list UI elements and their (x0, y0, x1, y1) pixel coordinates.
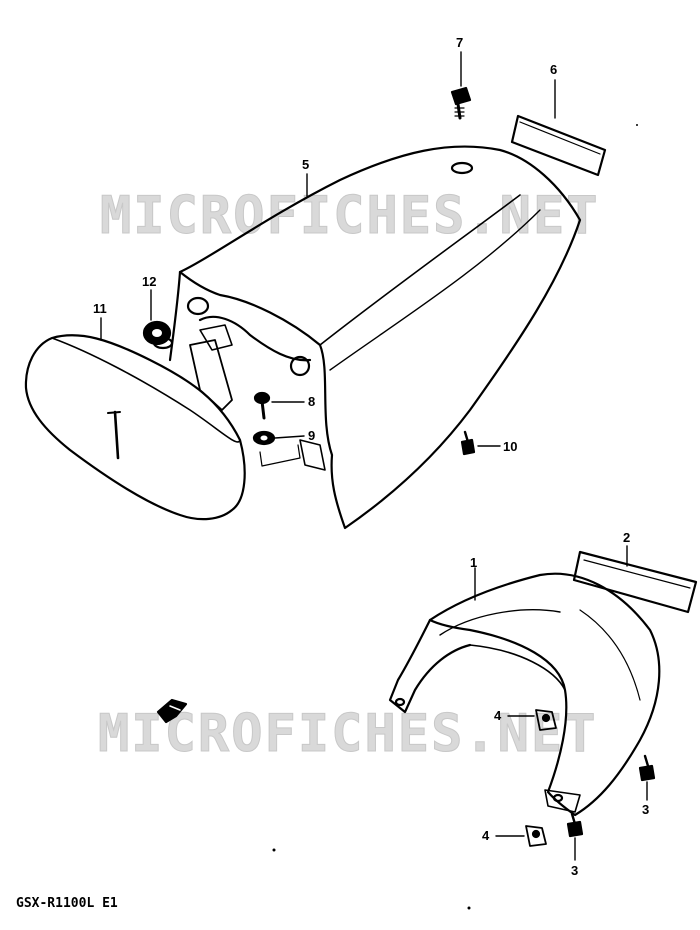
bolt-part-7 (450, 86, 472, 120)
part-label-6: 6 (550, 62, 558, 77)
emblem-strip-part-6 (510, 114, 607, 177)
part-label-3-lower: 3 (571, 863, 579, 878)
screw-part-3-lower (566, 812, 584, 838)
watermark-top: MICROFICHES.NET (100, 186, 600, 247)
part-label-12: 12 (142, 274, 157, 289)
tail-lamp-part-11 (24, 334, 246, 521)
watermark-bottom: MICROFICHES.NET (98, 704, 598, 765)
part-label-11: 11 (93, 301, 107, 316)
clip-part-4-upper (535, 709, 557, 731)
part-label-5: 5 (302, 157, 310, 172)
tail-cowl-part-5 (168, 145, 582, 530)
front-arrow-icon (156, 698, 188, 724)
specks (272, 124, 638, 910)
part-label-1: 1 (470, 555, 478, 570)
emblem-strip-part-2 (572, 550, 698, 614)
screw-part-10 (460, 430, 476, 456)
clip-part-4-lower (525, 825, 547, 847)
washer-part-9 (252, 430, 301, 467)
grommet-part-12 (142, 320, 174, 350)
lower-cowl-part-1 (388, 572, 661, 817)
screw-part-3-right (638, 754, 656, 782)
part-label-10: 10 (503, 439, 518, 454)
bolt-part-8 (253, 391, 271, 420)
part-label-9: 9 (308, 428, 316, 443)
leader-lines (100, 51, 648, 861)
part-label-4-upper: 4 (494, 708, 502, 723)
part-label-7: 7 (456, 35, 464, 50)
part-label-4-lower: 4 (482, 828, 490, 843)
part-label-2: 2 (623, 530, 631, 545)
part-label-3-right: 3 (642, 802, 650, 817)
model-label: GSX-R1100L E1 (16, 896, 118, 911)
part-label-8: 8 (308, 394, 316, 409)
